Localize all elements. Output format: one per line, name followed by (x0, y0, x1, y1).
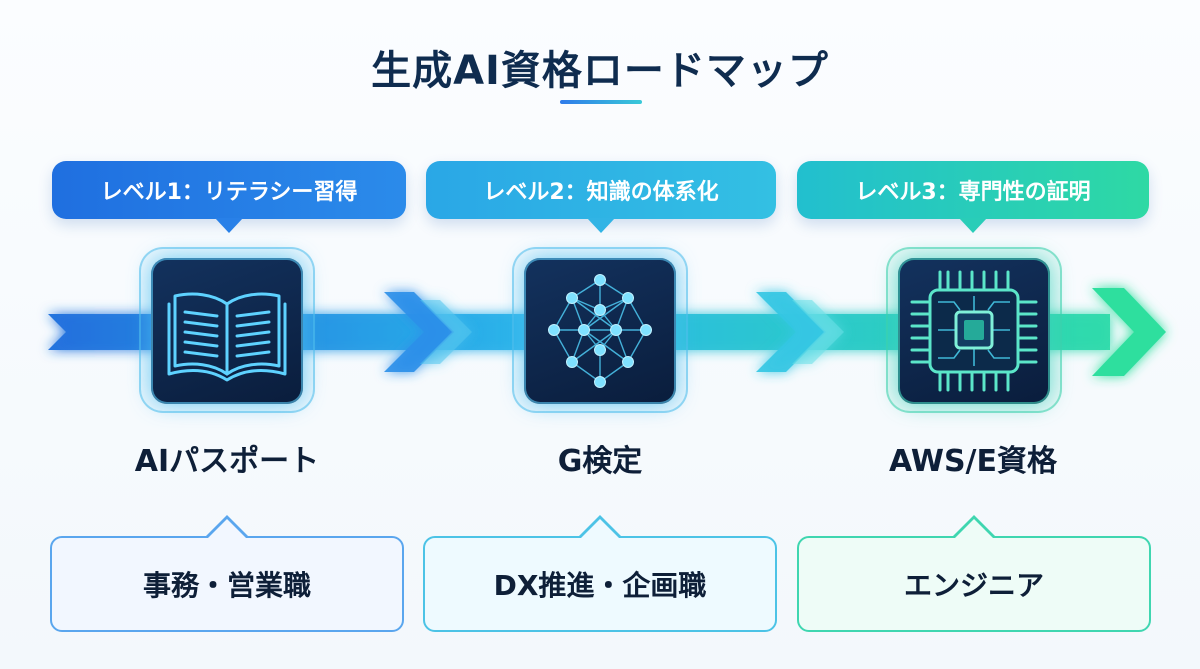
neural-network-icon (524, 258, 676, 404)
role-card-office-sales: 事務・営業職 (50, 515, 404, 632)
level-2-badge: レベル2：知識の体系化 (426, 161, 776, 233)
role-card-dx-planning: DX推進・企画職 (423, 515, 777, 632)
open-book-icon (151, 258, 303, 404)
flow-chevrons (384, 288, 1166, 376)
page-title: 生成AI資格ロードマップ (371, 48, 829, 94)
ai-chip-icon (898, 258, 1050, 404)
certification-aws-e: AWS/E資格 (888, 444, 1058, 479)
role-card-engineer: エンジニア (797, 515, 1151, 632)
title-underline (560, 100, 642, 104)
level-3-badge: レベル3：専門性の証明 (797, 161, 1149, 233)
level-1-badge: レベル1：リテラシー習得 (52, 161, 406, 233)
certification-g-kentei: G検定 (557, 444, 643, 479)
certification-ai-passport: AIパスポート (134, 444, 320, 479)
